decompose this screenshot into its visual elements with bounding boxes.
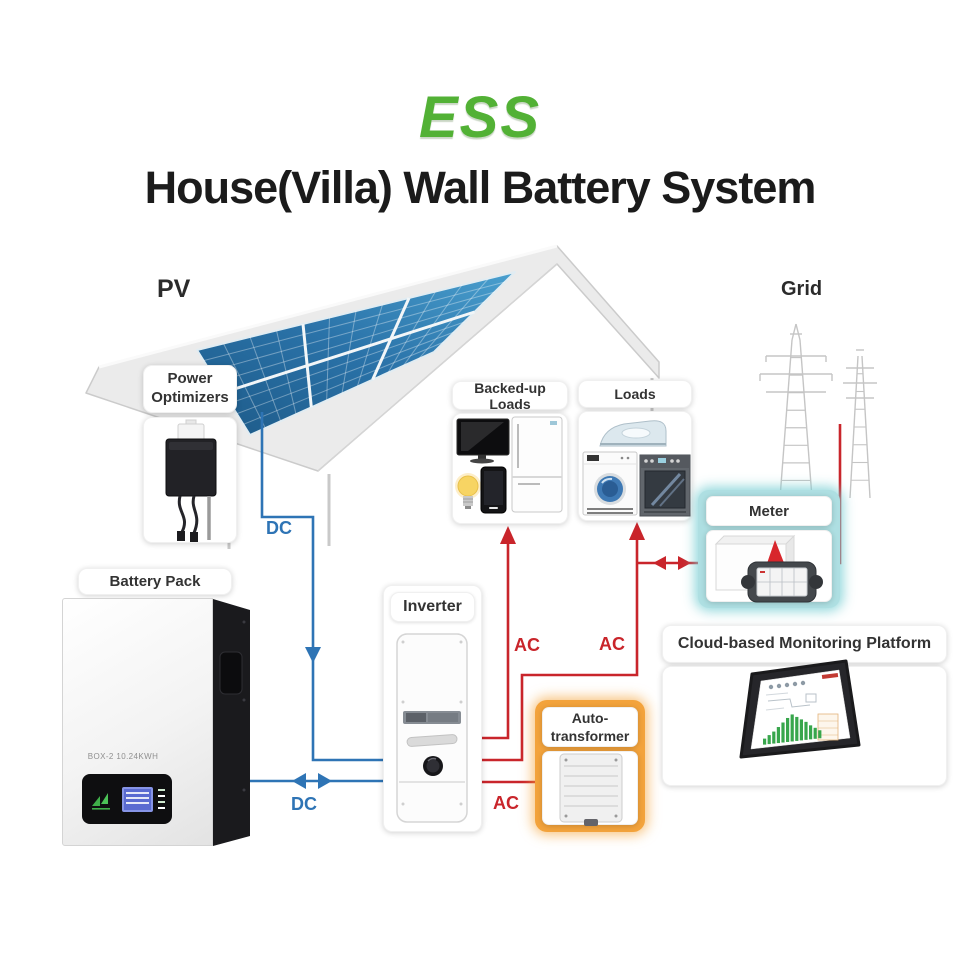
- transmission-tower-icon: [759, 323, 877, 499]
- brand-title: ESS: [418, 85, 542, 150]
- page-title: House(Villa) Wall Battery System: [144, 162, 817, 213]
- dc-wiring: [249, 412, 384, 789]
- ac-label-transformer: AC: [493, 793, 519, 813]
- battery-lcd-screen: [122, 787, 153, 812]
- backed-up-loads-title: Backed-up Loads: [452, 380, 568, 412]
- arrow-right-icon: [678, 556, 691, 570]
- battery-indicator: [158, 795, 165, 797]
- arrow-down-icon: [305, 647, 321, 663]
- arrow-left-icon: [292, 773, 306, 789]
- loads-title: Loads: [578, 380, 692, 408]
- arrow-up-icon: [629, 522, 645, 540]
- battery-logo-icon: [92, 793, 110, 810]
- meter-title: Meter: [706, 496, 832, 526]
- battery-indicator: [158, 789, 165, 791]
- dc-label-battery: DC: [291, 794, 317, 814]
- battery-side-panel: [213, 599, 250, 846]
- ac-label-loads: AC: [599, 634, 625, 654]
- arrow-right-icon: [318, 773, 332, 789]
- grid-label: Grid: [781, 278, 823, 300]
- backed-up-loads-box: [452, 413, 568, 524]
- battery-model-text: BOX-2 10.24KWH: [87, 752, 159, 761]
- power-optimizers-box: [143, 417, 237, 543]
- monitoring-box: [662, 666, 947, 786]
- loads-box: [578, 411, 692, 521]
- dc-label-roof: DC: [266, 518, 292, 538]
- ac-label-backup: AC: [514, 635, 540, 655]
- arrow-left-icon: [653, 556, 666, 570]
- arrow-up-icon: [500, 526, 516, 544]
- battery-pack-label: Battery Pack: [78, 568, 232, 595]
- inverter-box: [383, 585, 482, 832]
- battery-indicator: [158, 801, 165, 803]
- auto-transformer-title: Auto-transformer: [542, 707, 638, 747]
- auto-transformer-device-box: [542, 751, 638, 825]
- battery-indicator: [158, 807, 165, 809]
- meter-device-box: [706, 530, 832, 602]
- monitoring-title: Cloud-based Monitoring Platform: [662, 625, 947, 663]
- power-optimizers-title: Power Optimizers: [143, 365, 237, 413]
- pv-label: PV: [157, 275, 191, 303]
- inverter-title: Inverter: [390, 592, 475, 622]
- battery-display: [82, 774, 172, 824]
